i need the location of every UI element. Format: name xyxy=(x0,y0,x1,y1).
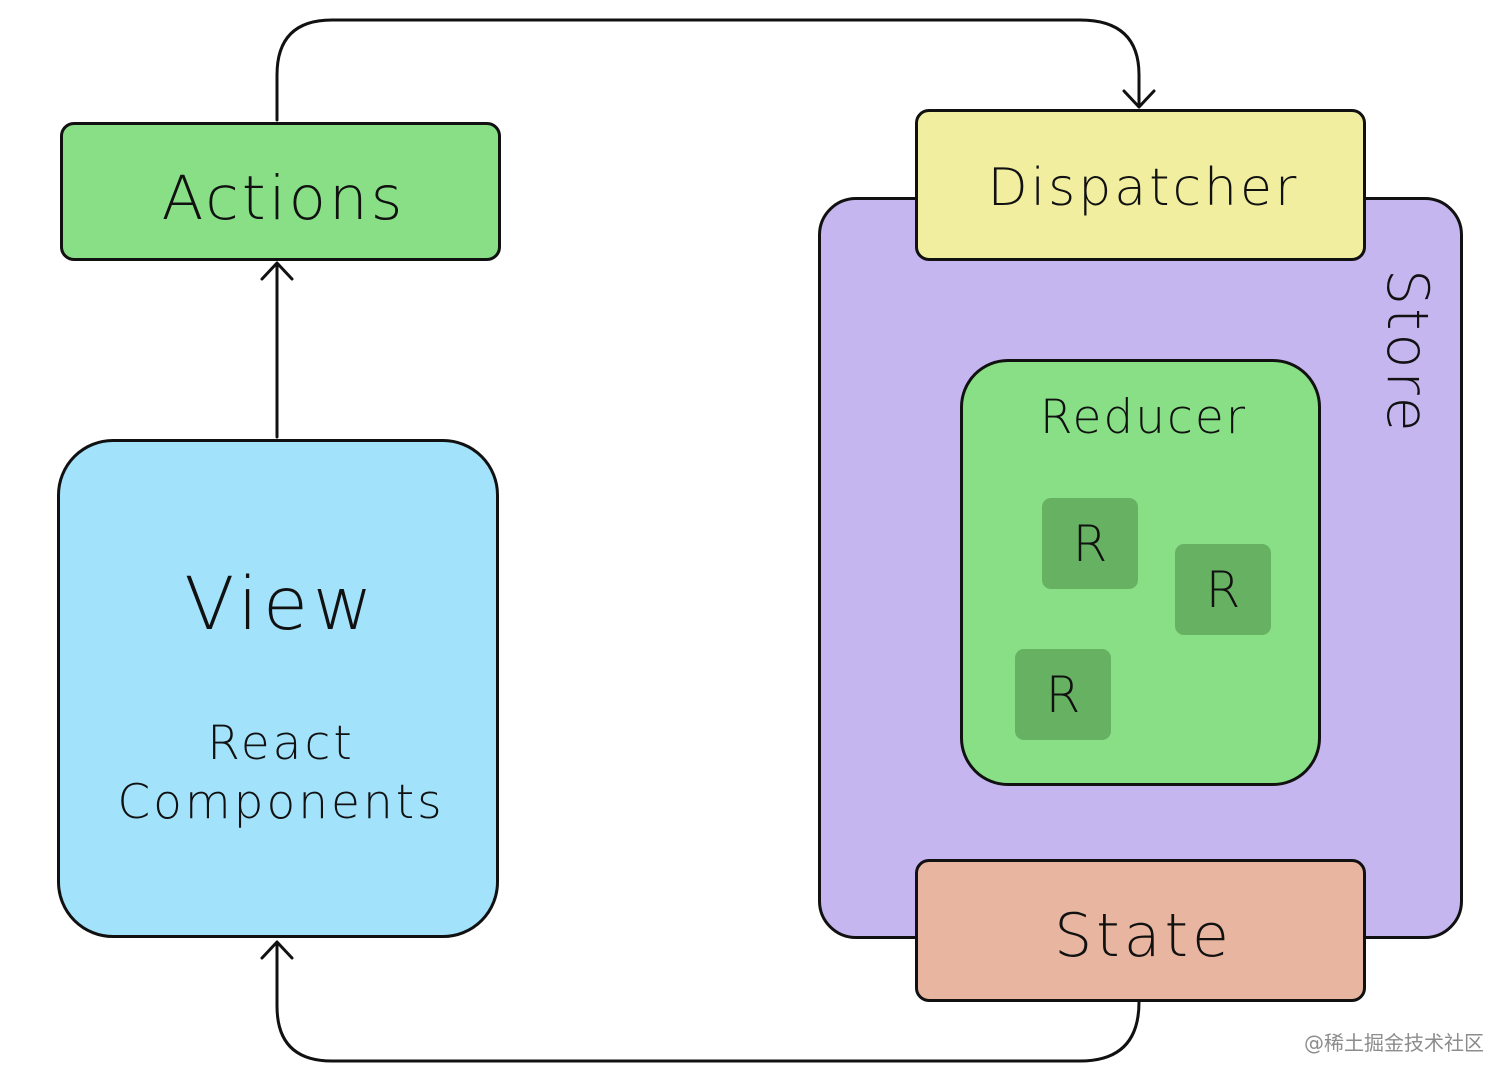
view-subtitle: React Components xyxy=(117,716,445,830)
reducer-node: Reducer R R R xyxy=(960,359,1321,786)
view-title: View xyxy=(184,562,378,647)
dispatcher-arrowhead xyxy=(1122,89,1156,109)
actions-arrowhead xyxy=(260,261,294,281)
reducer-child-2: R xyxy=(1175,544,1271,635)
state-to-view-connector xyxy=(275,941,1141,1063)
state-node: State xyxy=(915,859,1366,1002)
reducer-label: Reducer xyxy=(1039,390,1248,445)
actions-node: Actions xyxy=(60,122,501,261)
actions-label: Actions xyxy=(161,163,406,234)
actions-to-dispatcher-connector xyxy=(275,18,1141,122)
view-node: View React Components xyxy=(57,439,499,938)
dispatcher-node: Dispatcher xyxy=(915,109,1366,261)
watermark: @稀土掘金技术社区 xyxy=(1304,1031,1484,1055)
dispatcher-label: Dispatcher xyxy=(987,158,1300,218)
store-label: Store xyxy=(1374,269,1440,435)
view-arrowhead xyxy=(260,940,294,960)
reducer-child-3: R xyxy=(1015,649,1111,740)
reducer-child-1: R xyxy=(1042,498,1138,589)
state-label: State xyxy=(1054,901,1233,971)
